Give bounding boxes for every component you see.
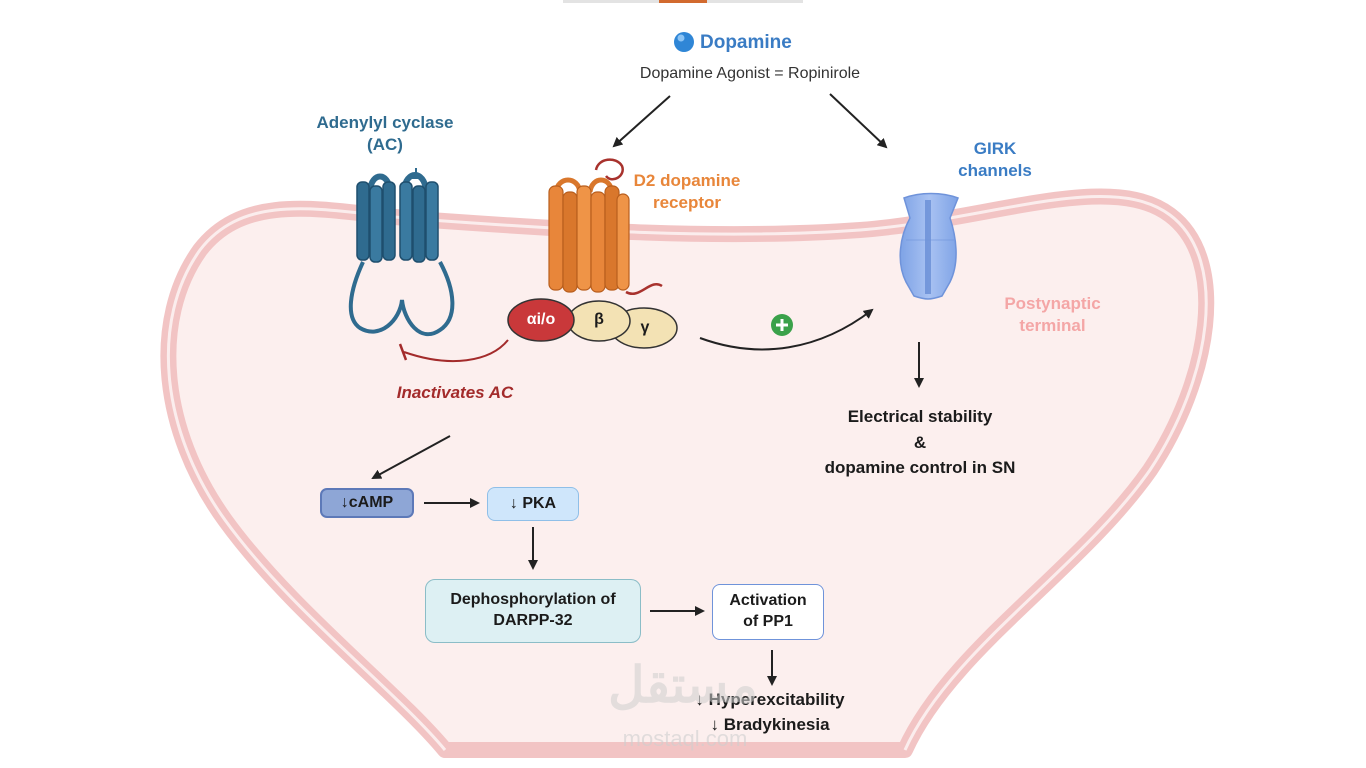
arrow-inactivation-to-camp xyxy=(371,435,451,479)
electrical-stability-label: Electrical stability xyxy=(847,407,993,426)
dopamine-molecule-highlight xyxy=(677,34,685,42)
dopamine-molecule-icon xyxy=(674,32,694,52)
adenylyl-cyclase-icon xyxy=(348,168,455,337)
agonist-label: Dopamine Agonist = Ropinirole xyxy=(639,65,861,82)
beta-subunit-label: β xyxy=(594,311,604,328)
girk-channel-icon xyxy=(899,192,959,300)
dopamine-control-label: dopamine control in SN xyxy=(824,458,1016,477)
inactivates-ac-label: Inactivates AC xyxy=(396,383,514,402)
plus-icon-v xyxy=(780,319,784,331)
ampersand-label: & xyxy=(913,433,927,452)
arrow-dopamine-to-girk xyxy=(829,93,888,149)
top-bar-right xyxy=(707,0,803,3)
pp1-box: Activation of PP1 xyxy=(712,584,824,640)
girk-label: GIRK channels xyxy=(958,139,1032,181)
d2-receptor-icon xyxy=(548,158,663,295)
arrow-gprotein-to-girk xyxy=(699,308,874,351)
cell-membrane-inner-line xyxy=(166,195,1208,751)
watermark-arabic: مستقل xyxy=(608,657,758,713)
inhibition-bar xyxy=(398,343,408,361)
hyperexcitability-label: ↓ Hyperexcitability xyxy=(695,690,845,709)
bradykinesia-label: ↓ Bradykinesia xyxy=(710,715,830,734)
darpp-box: Dephosphorylation of DARPP-32 xyxy=(425,579,641,643)
postsynaptic-label: Postynaptic terminal xyxy=(1004,294,1101,336)
top-bar-left xyxy=(563,0,659,3)
dopamine-label: Dopamine xyxy=(700,32,792,53)
camp-box: ↓cAMP xyxy=(320,488,414,518)
gamma-subunit-label: γ xyxy=(640,319,650,336)
d2-receptor-label: D2 dopamine receptor xyxy=(633,171,741,213)
g-protein-alpha-subunit xyxy=(507,298,575,342)
inhibition-line xyxy=(403,339,509,363)
arrow-dopamine-to-d2 xyxy=(612,95,671,148)
watermark-latin: mostaql.com xyxy=(622,726,748,751)
adenylyl-cyclase-label: Adenylyl cyclase (AC) xyxy=(316,113,454,155)
alpha-subunit-label: αi/o xyxy=(526,311,556,328)
pka-box: ↓ PKA xyxy=(487,487,579,521)
top-bar-accent xyxy=(659,0,707,3)
